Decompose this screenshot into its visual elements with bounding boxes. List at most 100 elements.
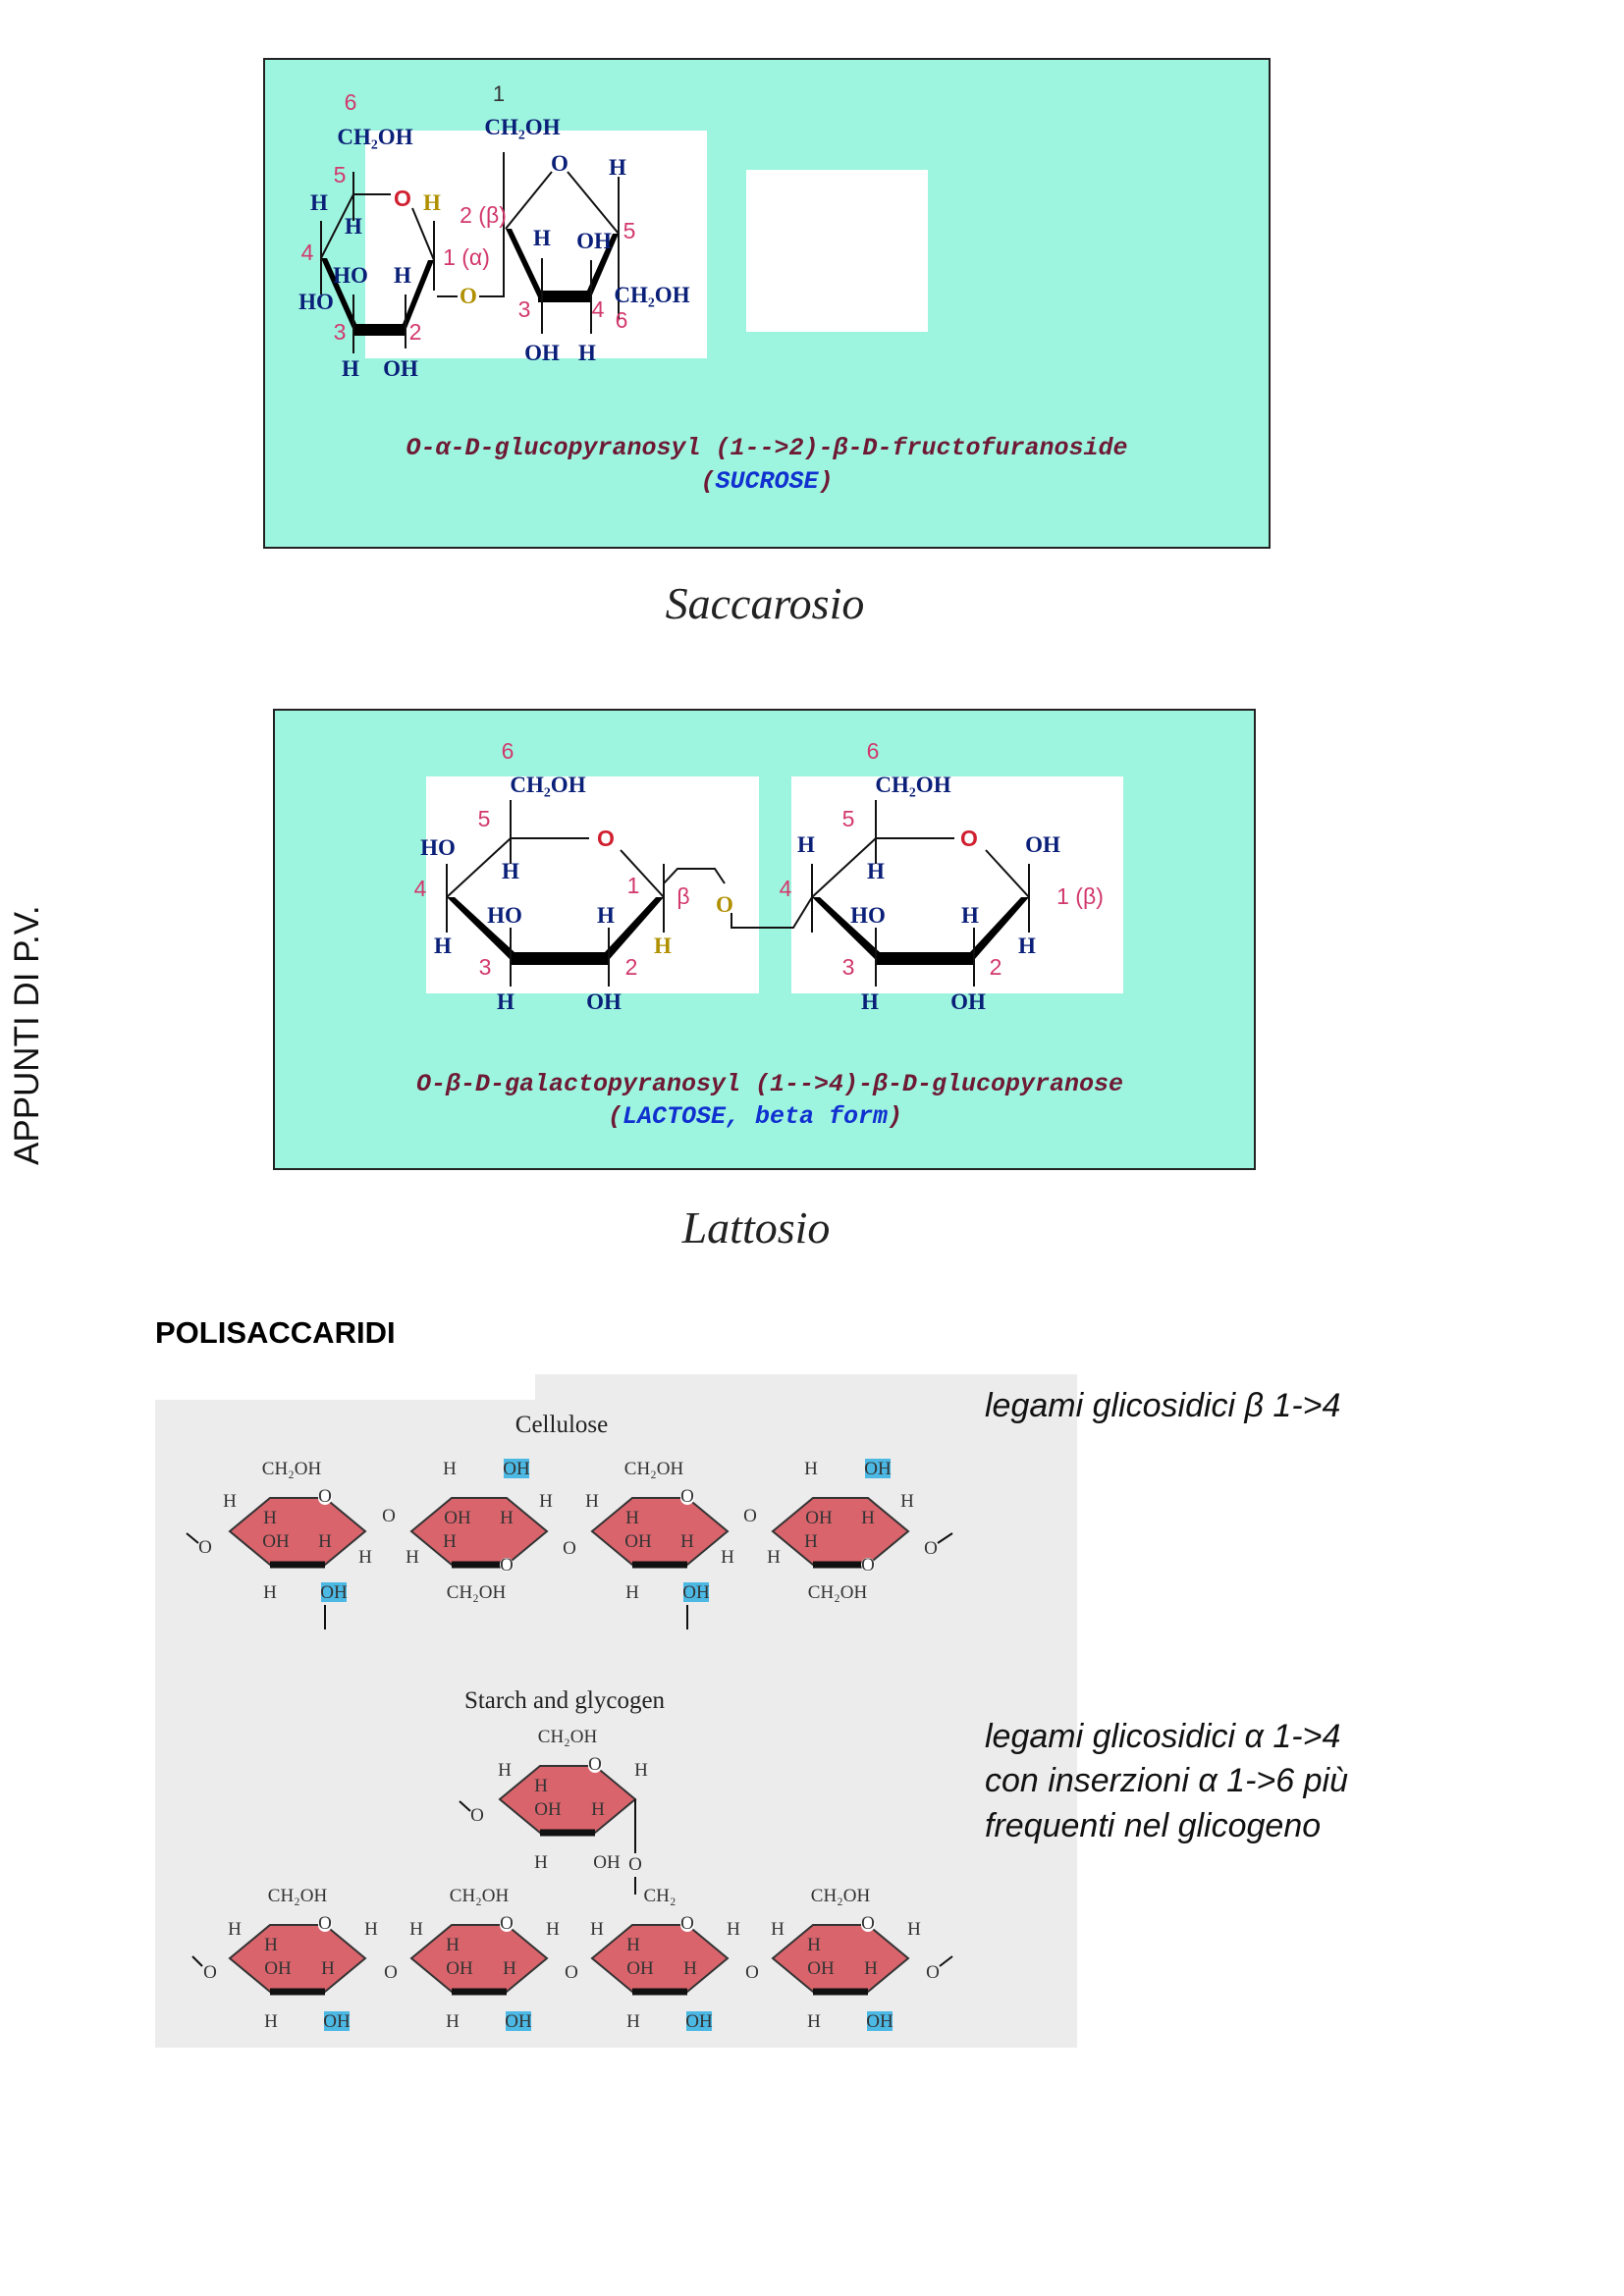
bond-line [459,1800,471,1812]
atom-label: OH [626,1958,654,1979]
atom-label: OH [262,1531,290,1552]
ring-oxygen [500,1918,514,1932]
atom-label: H [263,1582,277,1603]
atom-label: OH [593,1852,621,1873]
atom-label: H [864,1958,878,1979]
atom-label: O [588,1754,602,1775]
highlight-box [506,2011,531,2031]
atom-label: β [677,883,689,909]
paren-open: ( [700,467,715,496]
atom-label: 3 [842,954,855,980]
ring-oxygen [318,1918,332,1932]
atom-label: H [503,1958,516,1979]
atom-label: H [634,1760,648,1781]
bond-line [620,849,665,898]
atom-label: H [443,1531,457,1552]
atom-label: H [502,859,519,883]
atom-label: CH₂OH [538,1727,598,1747]
glycosidic-oxygen: O [470,1805,484,1826]
highlight-box [867,2011,893,2031]
atom-label: H [423,190,441,215]
atom-label: HO [333,263,368,288]
atom-label: OH [586,989,622,1014]
atom-label: H [625,1508,639,1528]
ring-oxygen [318,1491,332,1505]
atom-label: OH [320,1582,348,1603]
atom-label: HO [487,903,522,928]
atom-label: H [533,226,551,250]
starch-note-line: legami glicosidici α 1->4 [985,1718,1341,1755]
atom-label: OH [807,1958,835,1979]
atom-label: O [500,1913,514,1934]
atom-label: H [907,1919,921,1940]
atom-label: OH [682,1582,710,1603]
ring-oxygen [680,1918,694,1932]
glycosidic-oxygen: O [743,1506,757,1526]
atom-label: H [961,903,979,928]
atom-label: 4 [301,240,314,265]
atom-label: H [446,1935,460,1955]
atom-label: 2 [990,954,1002,980]
atom-label: 4 [414,876,427,901]
atom-label: H [446,2011,460,2032]
bond-line [505,171,553,230]
atom-label: OH [576,229,612,253]
atom-label: H [804,1531,818,1552]
atom-label: OH [805,1508,833,1528]
atom-label: H [264,1935,278,1955]
atom-label: O [318,1486,332,1507]
atom-label: CH₂OH [614,283,689,307]
common-name: (LACTOSE, beta form) [608,1102,902,1131]
bond-wedge [812,897,1029,960]
glycosidic-oxygen: O [382,1506,396,1526]
atom-label: 5 [478,806,491,831]
atom-label: H [264,2011,278,2032]
atom-label: H [597,903,615,928]
atom-label: O [960,826,978,851]
ring-oxygen [500,1558,514,1572]
atom-label: H [546,1919,560,1940]
atom-label: 5 [334,162,347,187]
atom-label: CH₂OH [262,1459,322,1479]
atom-label: H [500,1508,514,1528]
paren-close: ) [819,467,834,496]
highlight-box [686,2011,712,2031]
atom-label: CH₂ [643,1886,676,1906]
atom-label: CH₂OH [875,773,950,797]
atom-label: H [721,1547,734,1568]
atom-label: OH [505,2011,532,2032]
atom-label: H [767,1547,781,1568]
atom-label: 3 [479,954,492,980]
ring-oxygen [680,1491,694,1505]
atom-label: H [609,155,626,180]
atom-label: O [597,826,615,851]
glycosidic-oxygen: O [565,1962,578,1983]
atom-label: H [345,214,362,239]
ring-oxygen [588,1759,602,1773]
atom-label: H [807,2011,821,2032]
bond-line [567,171,620,235]
glycosidic-oxygen: O [563,1538,576,1559]
atom-label: 1 (α) [443,244,490,270]
atom-label: 2 (β) [460,202,507,228]
lactose-figure [273,709,1256,1170]
atom-label: OH [264,1958,292,1979]
atom-label: H [539,1491,553,1512]
bond-wedge [447,897,664,960]
atom-label: 6 [502,738,514,764]
atom-label: CH₂OH [447,1582,507,1603]
bond-line [939,1955,953,1967]
atom-label: OH [685,2011,713,2032]
sucrose-caption: Saccarosio [665,578,865,628]
atom-label: H [498,1760,512,1781]
bond-line [663,868,726,884]
atom-label: O [460,284,477,308]
bond-wedge [321,258,434,331]
highlight-box [865,1459,891,1478]
